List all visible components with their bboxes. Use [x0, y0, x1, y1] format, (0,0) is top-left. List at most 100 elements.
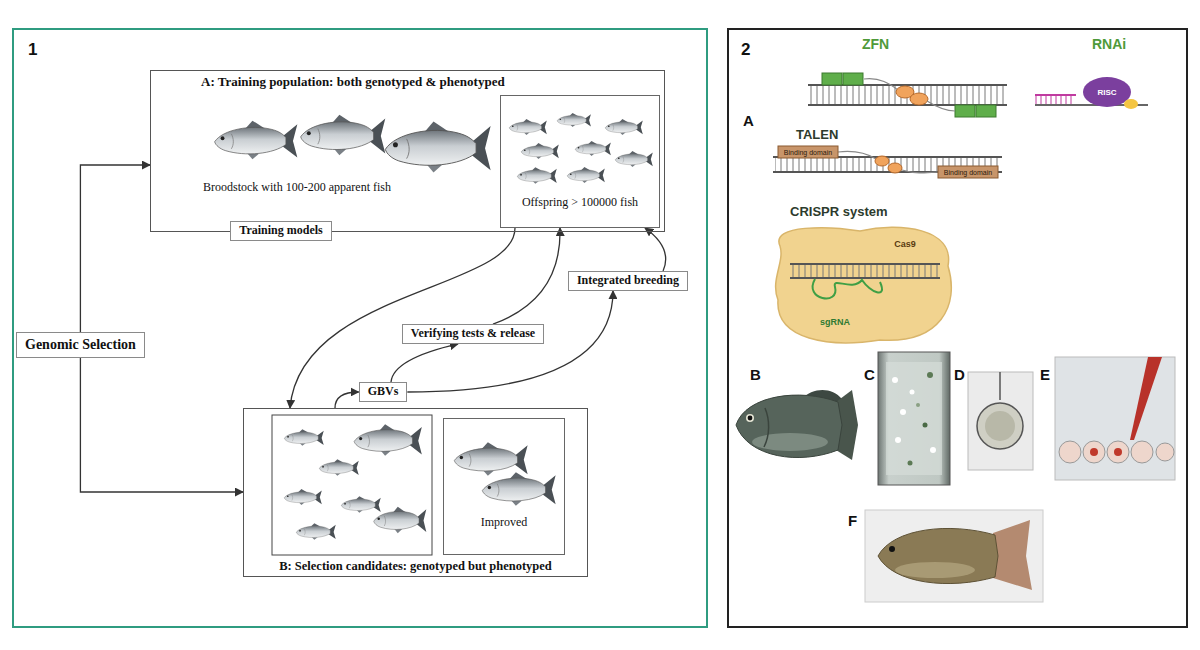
- fish-icon: [517, 167, 556, 184]
- box-caption: Improved: [481, 516, 528, 530]
- fish-eye: [746, 414, 754, 422]
- foki-domain: [875, 156, 889, 166]
- fish-icon: [374, 507, 427, 533]
- zinc-finger: [843, 73, 863, 85]
- fish-belly: [895, 562, 975, 578]
- dye: [1090, 448, 1098, 456]
- fish-icon: [215, 121, 298, 160]
- photo-frame: [865, 510, 1043, 602]
- tail-fin: [993, 520, 1032, 590]
- tank: [878, 352, 950, 485]
- fish-icon: [615, 151, 653, 167]
- part-letter: F: [848, 512, 857, 529]
- fish-pupil: [748, 416, 753, 421]
- part-name: Binding domain: [784, 149, 832, 156]
- group-box: Offspring > 100000 fish: [500, 95, 660, 228]
- part-name: Binding domain: [944, 169, 992, 176]
- linker: [864, 79, 898, 90]
- risc-complex: [1083, 77, 1131, 107]
- panel-number: 1: [28, 40, 37, 60]
- dye: [1114, 448, 1122, 456]
- egg: [1059, 441, 1081, 463]
- egg: [930, 447, 936, 453]
- egg: [1156, 443, 1174, 461]
- fish-icon: [301, 115, 386, 155]
- linker: [838, 151, 876, 159]
- egg: [900, 409, 906, 415]
- process-box: Genomic Selection: [16, 332, 145, 358]
- method-name: TALEN: [796, 127, 838, 142]
- candidate-fish: [284, 424, 426, 540]
- dna-rungs: [810, 85, 1005, 105]
- binding-domain: [778, 146, 838, 158]
- group-title: A: Training population: both genotyped &…: [201, 75, 505, 90]
- process-box: Verifying tests & release: [402, 324, 544, 344]
- offspring-fish: [509, 113, 653, 184]
- fish-icon: [557, 113, 591, 127]
- rnai-diagram: [1035, 77, 1148, 109]
- fish-icon: [385, 121, 490, 172]
- fish-belly: [752, 433, 828, 451]
- egg: [916, 403, 920, 407]
- flow-arrow: [391, 344, 458, 382]
- yolk: [985, 411, 1015, 441]
- flow-arrow: [80, 358, 243, 492]
- tank-photo: [878, 352, 950, 485]
- method-name: ZFN: [862, 36, 889, 52]
- zinc-finger: [976, 105, 996, 117]
- talen-diagram: [773, 146, 1002, 178]
- fish-icon: [319, 459, 358, 476]
- sirna-strand: [1035, 94, 1076, 96]
- fish-body: [878, 528, 998, 583]
- injection-photo: [1055, 357, 1175, 480]
- process-box: Integrated breeding: [568, 271, 688, 291]
- box-label: GBVs: [368, 385, 399, 399]
- egg: [908, 461, 913, 466]
- dna-strand: [790, 263, 940, 265]
- binding-domain: [938, 166, 998, 178]
- box-label: Genomic Selection: [25, 337, 136, 353]
- photo-frame: [968, 372, 1033, 470]
- egg: [927, 372, 933, 378]
- box-label: Integrated breeding: [577, 274, 679, 288]
- part-letter: E: [1040, 366, 1050, 383]
- zinc-finger: [822, 73, 842, 85]
- group-title: Broodstock with 100-200 apparent fish: [203, 181, 391, 195]
- part-name: RISC: [1097, 88, 1116, 97]
- linker: [927, 101, 955, 111]
- group-title: B: Selection candidates: genotyped but p…: [279, 559, 552, 573]
- sgrna-loop: [813, 279, 882, 298]
- flow-arrow: [493, 228, 560, 324]
- panel: 1 A: Training population: both genotyped …: [12, 28, 708, 628]
- photo-frame: [1055, 357, 1175, 480]
- fish-icon: [354, 424, 422, 456]
- egg: [1083, 441, 1105, 463]
- flow-arrow: [335, 392, 359, 408]
- fish-eye: [889, 546, 895, 552]
- fish-icon: [567, 167, 605, 183]
- method-name: CRISPR system: [790, 204, 888, 219]
- fish-body: [736, 395, 842, 457]
- dna-strand: [790, 277, 940, 279]
- crispr-diagram: [776, 227, 952, 342]
- box-caption: Offspring > 100000 fish: [522, 196, 638, 210]
- embryo-photo: [968, 372, 1033, 470]
- egg: [895, 437, 901, 443]
- fish-icon: [509, 119, 547, 135]
- egg: [910, 390, 915, 395]
- process-box: GBVs: [359, 382, 408, 402]
- needle: [1130, 357, 1162, 440]
- fish-icon: [454, 442, 527, 475]
- fish-icon: [284, 429, 323, 446]
- part-letter: A: [743, 112, 754, 129]
- fish-icon: [296, 523, 335, 540]
- broodstock-fish: [215, 115, 491, 173]
- candidate-box: [272, 415, 432, 555]
- needle: [999, 372, 1001, 400]
- panel-number: 2: [741, 40, 750, 60]
- cleavage-site: [1124, 99, 1138, 109]
- improved-fish: [454, 442, 555, 505]
